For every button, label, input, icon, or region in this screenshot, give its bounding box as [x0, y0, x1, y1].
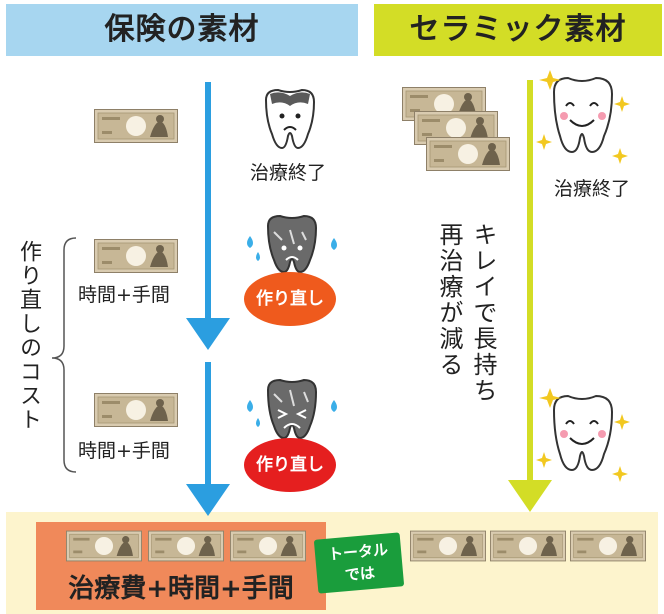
time-effort-label: 時間+手間	[78, 284, 170, 306]
ceramic-header: セラミック素材	[374, 4, 662, 56]
less-retreatment-text: 再治療が減る	[435, 222, 463, 378]
sparkle-icon	[539, 388, 561, 408]
yen-bill-icon	[570, 530, 646, 562]
sparkle-icon	[614, 414, 630, 430]
yen-bill-icon	[94, 238, 178, 274]
redo-badge: 作り直し	[244, 438, 336, 492]
tooth-worried-icon	[247, 214, 337, 274]
yen-bill-icon	[490, 530, 566, 562]
insurance-header: 保険の素材	[6, 4, 358, 56]
tooth-worried-icon	[264, 88, 316, 150]
yellow-arrow-head	[508, 480, 552, 512]
tooth-happy-icon	[536, 388, 630, 482]
yen-bill-icon	[66, 530, 142, 562]
yen-bill-icon	[94, 108, 178, 144]
redo-badge: 作り直し	[244, 272, 336, 326]
yen-bill-icon	[230, 530, 306, 562]
blue-arrow-head-2	[186, 484, 230, 516]
yen-bill-icon	[148, 530, 224, 562]
sparkle-icon	[536, 452, 552, 468]
tooth-crying-icon	[247, 378, 337, 440]
yen-bill-icon	[94, 392, 178, 428]
sparkle-icon	[536, 134, 552, 150]
sparkle-icon	[539, 70, 561, 90]
sparkle-icon	[612, 466, 628, 482]
blue-arrow-head-1	[186, 318, 230, 350]
sparkle-icon	[612, 148, 628, 164]
time-effort-label: 時間+手間	[78, 440, 170, 462]
tooth-happy-icon	[536, 70, 630, 164]
remake-cost-brace	[51, 237, 77, 473]
treatment-done-label: 治療終了	[554, 178, 631, 200]
yen-bill-icon	[410, 530, 486, 562]
long-lasting-text: キレイで長持ち	[469, 222, 497, 404]
sparkle-icon	[614, 96, 630, 112]
treatment-done-label: 治療終了	[250, 162, 327, 184]
total-cost-label: 治療費+時間+手間	[68, 574, 294, 604]
yen-bill-icon	[426, 136, 510, 172]
remake-cost-label: 作り直しのコスト	[16, 240, 41, 432]
total-badge: トータル では	[313, 532, 405, 594]
